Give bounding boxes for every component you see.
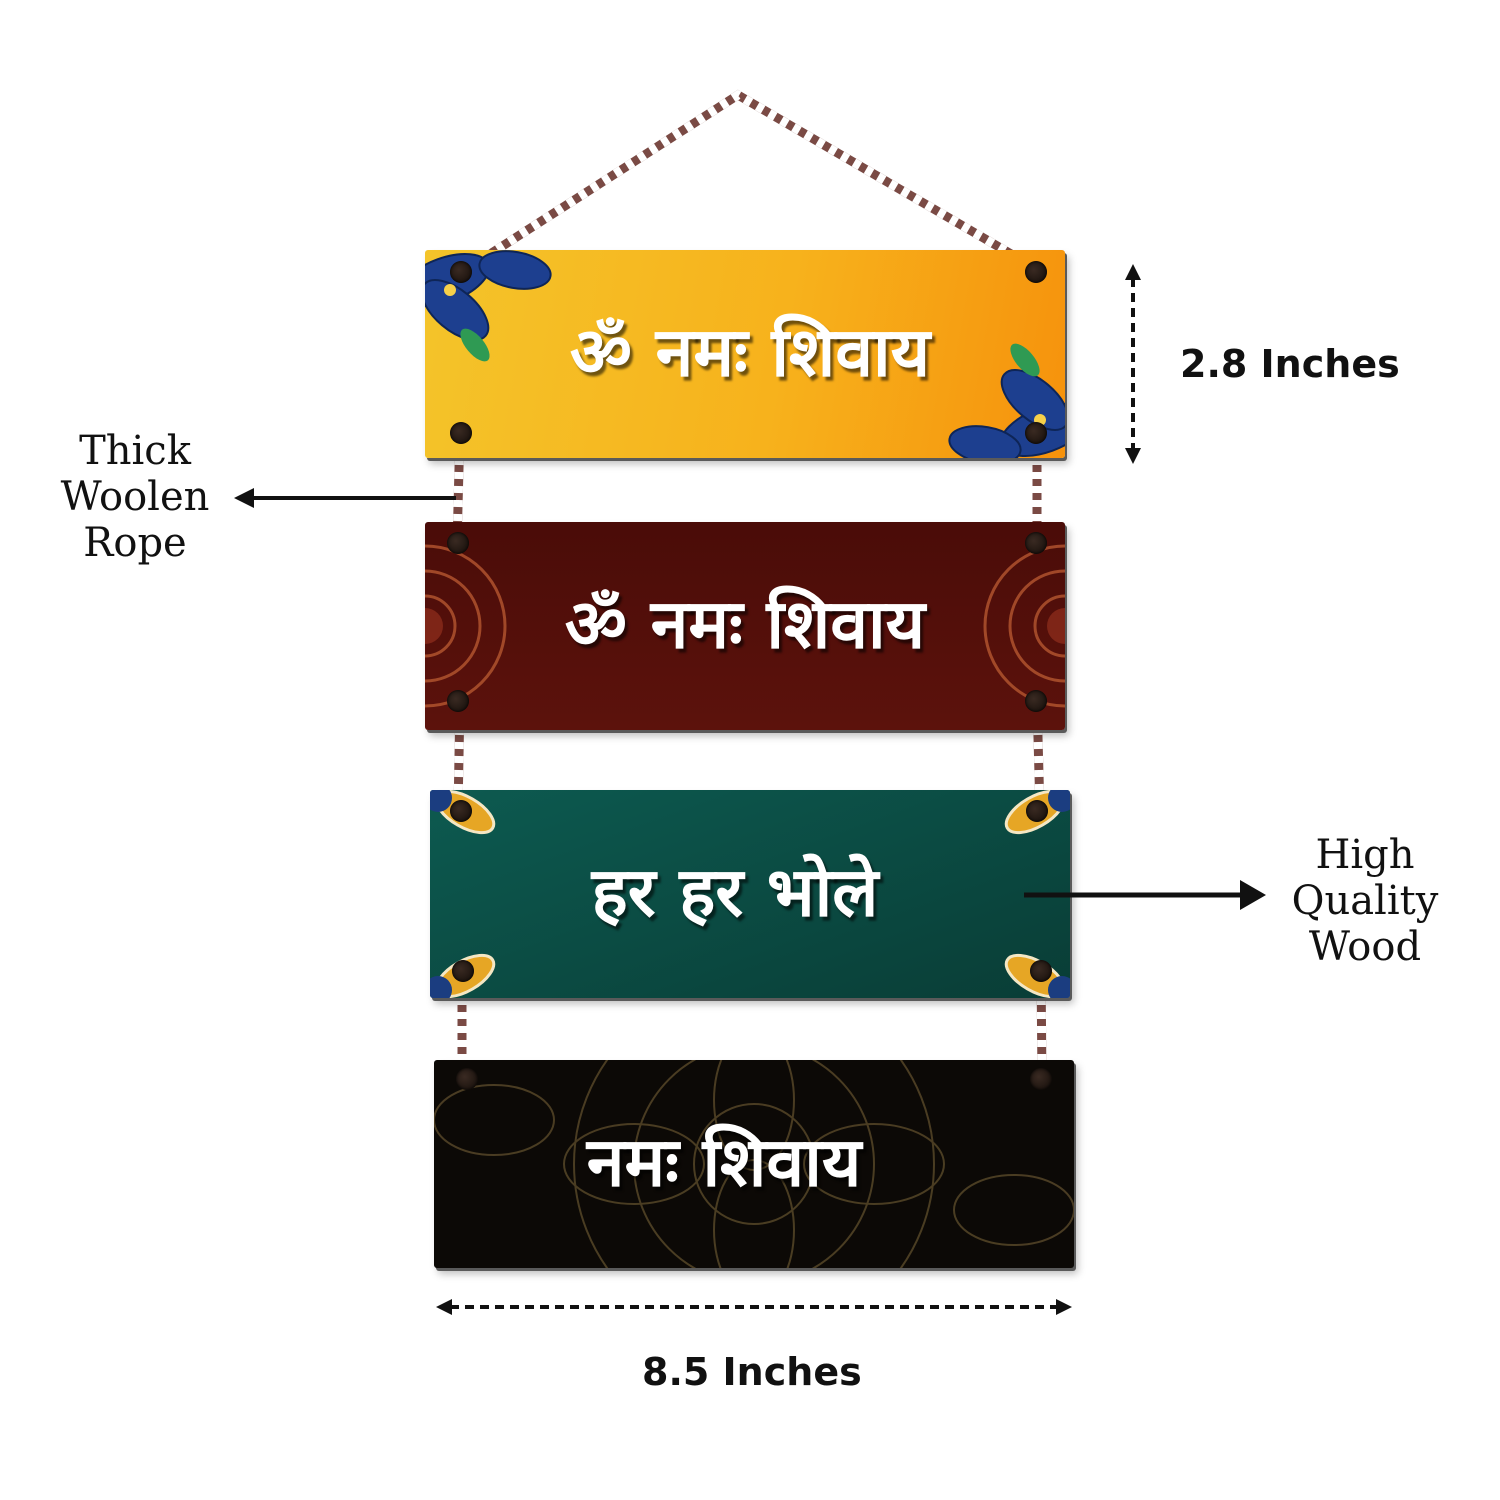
rope-label-line: Woolen [60,474,210,520]
plank-text: ॐ नमः शिवाय [564,585,926,665]
plank-text: हर हर भोले [591,853,879,933]
plank-om-namah-shivaya-maroon: ॐ नमः शिवाय [425,522,1065,730]
wood-label: High Quality Wood [1272,832,1458,970]
rope-hole [447,532,469,554]
rope-hole [1025,261,1047,283]
width-dimension-arrow [436,1299,1072,1315]
rope-hole [1025,422,1047,444]
width-dimension-label: 8.5 Inches [642,1350,862,1394]
height-dimension-label: 2.8 Inches [1180,342,1400,386]
rope-hole [1025,532,1047,554]
plank-text: नमः शिवाय [586,1123,862,1203]
rope-hole [447,690,469,712]
plank-text: ॐ नमः शिवाय [569,313,931,393]
rope-label: Thick Woolen Rope [40,428,230,566]
wood-label-line: Quality [1291,878,1439,924]
plank-har-har-bhole-green: हर हर भोले [430,790,1070,998]
rope-pointer-arrow [234,488,456,508]
rope-hole [452,960,474,982]
plank-namah-shivaya-black: नमः शिवाय [434,1060,1074,1268]
rope-hole [1026,800,1048,822]
rope-label-line: Rope [83,520,187,566]
wood-pointer-arrow [1024,880,1266,910]
rope-hole [1030,960,1052,982]
mandala-side-decor [425,544,1065,708]
rope-hole [456,1068,478,1090]
rope-hole [1025,690,1047,712]
height-dimension-arrow [1125,264,1141,464]
rope-hole [450,800,472,822]
rope-hole [1030,1068,1052,1090]
rope-hole [450,422,472,444]
rope-hole [450,261,472,283]
wood-label-line: Wood [1308,924,1422,970]
wood-label-line: High [1315,832,1415,878]
rope-label-line: Thick [79,428,191,474]
mandala-line-decor [434,1060,1074,1268]
plank-om-namah-shivaya-yellow: ॐ नमः शिवाय [425,250,1065,458]
